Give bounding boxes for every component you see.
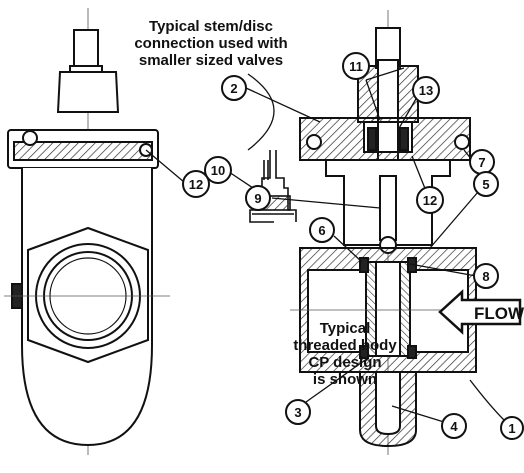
stem-connection-note: Typical stem/disc connection used with s… [96, 18, 326, 69]
side-view [4, 8, 170, 455]
svg-text:5: 5 [482, 177, 489, 192]
callout-4: 4 [441, 413, 467, 439]
svg-text:6: 6 [318, 223, 325, 238]
svg-text:12: 12 [423, 193, 437, 208]
callout-12-right: 12 [416, 186, 444, 214]
callout-7: 7 [469, 149, 495, 175]
svg-text:9: 9 [254, 191, 261, 206]
note-line: CP design [308, 354, 382, 371]
svg-text:1: 1 [508, 421, 515, 436]
svg-text:7: 7 [478, 155, 485, 170]
callout-13: 13 [412, 76, 440, 104]
callout-11: 11 [342, 52, 370, 80]
note-line: threaded body [293, 337, 397, 354]
note-line: Typical [319, 320, 371, 337]
callout-12-left: 12 [182, 170, 210, 198]
callout-3: 3 [285, 399, 311, 425]
cross-section [290, 10, 500, 455]
callout-5: 5 [473, 171, 499, 197]
callout-10: 10 [204, 156, 232, 184]
note-line: connection used with [134, 35, 288, 52]
note-line: Typical stem/disc [149, 18, 273, 35]
svg-text:4: 4 [450, 419, 458, 434]
callout-9: 9 [245, 185, 271, 211]
note-line: is shown [312, 371, 378, 388]
svg-text:3: 3 [294, 405, 301, 420]
callout-1: 1 [500, 416, 524, 440]
callout-8: 8 [473, 263, 499, 289]
svg-text:10: 10 [211, 163, 225, 178]
svg-text:8: 8 [482, 269, 489, 284]
svg-text:2: 2 [230, 81, 237, 96]
callouts: 2 11 13 7 12 5 6 8 9 10 12 3 4 1 [182, 52, 524, 440]
callout-6: 6 [309, 217, 335, 243]
svg-text:12: 12 [189, 177, 203, 192]
svg-text:11: 11 [349, 59, 363, 74]
callout-2: 2 [221, 75, 247, 101]
flow-label: FLOW [474, 304, 524, 323]
body-design-note: Typical threaded body CP design is shown [270, 320, 420, 388]
flow-arrow-icon: FLOW [438, 289, 524, 335]
note-line: smaller sized valves [138, 52, 284, 69]
svg-text:13: 13 [419, 83, 433, 98]
